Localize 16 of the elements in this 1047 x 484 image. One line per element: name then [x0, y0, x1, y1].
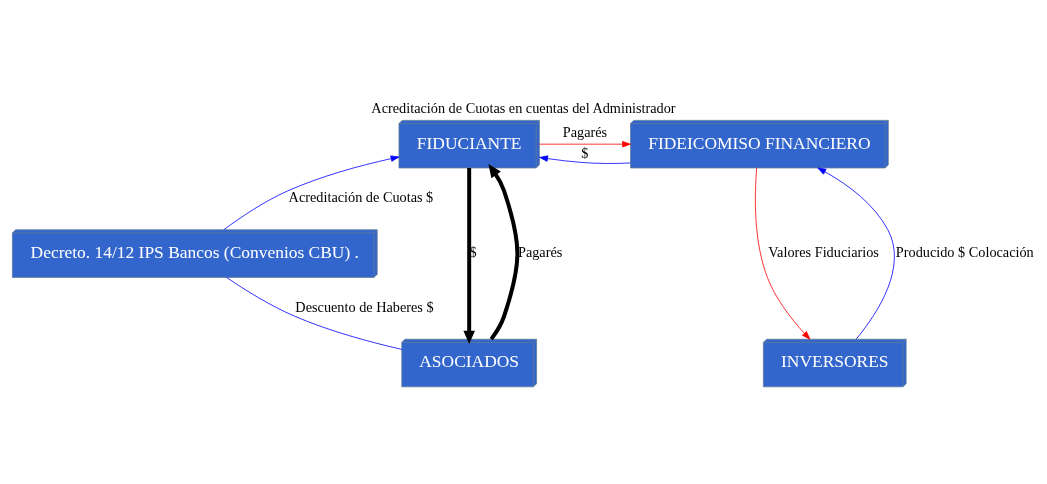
edge-label: $ — [581, 144, 589, 161]
edge-label: Producido $ Colocación — [895, 243, 1034, 260]
connector — [226, 276, 403, 350]
edge-label: Pagarés — [562, 123, 608, 140]
arrow — [223, 155, 400, 230]
edge-label: Valores Fiduciarios — [768, 243, 879, 260]
arrow — [539, 140, 631, 147]
arrow — [488, 163, 520, 340]
edge-label: Pagarés — [517, 243, 563, 260]
arrow — [539, 154, 631, 164]
arrow — [817, 167, 895, 339]
arrow — [463, 167, 475, 344]
diagram-title: Acreditación de Cuotas en cuentas del Administrador — [371, 99, 676, 116]
edge-label: Acreditación de Cuotas $ — [288, 188, 434, 205]
arrow — [754, 167, 811, 340]
edge-label: Descuento de Haberes $ — [295, 298, 434, 315]
